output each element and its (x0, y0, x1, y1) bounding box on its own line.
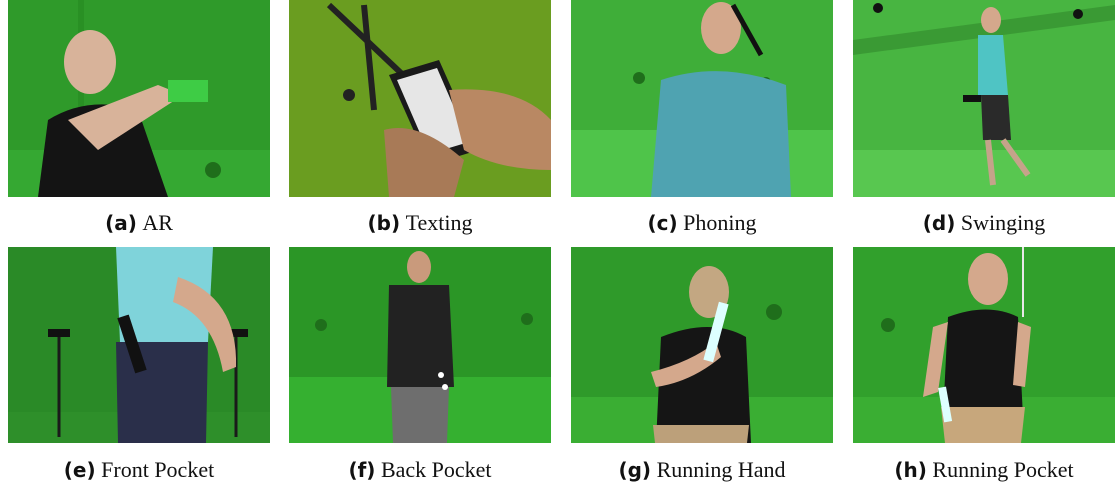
caption-tag: (h) (894, 458, 927, 482)
figure-g: (g) Running Hand (571, 247, 833, 493)
caption-title: Running Pocket (932, 457, 1074, 482)
caption-c: (c) Phoning (571, 210, 833, 236)
figure-b: (b) Texting (289, 0, 551, 242)
caption-d: (d) Swinging (853, 210, 1115, 236)
caption-tag: (a) (105, 211, 137, 235)
caption-tag: (f) (348, 458, 376, 482)
caption-e: (e) Front Pocket (8, 457, 270, 483)
caption-a: (a) AR (8, 210, 270, 236)
caption-title: Phoning (683, 210, 757, 235)
figure-e: (e) Front Pocket (8, 247, 270, 493)
figure-a: (a) AR (8, 0, 270, 242)
figure-f: (f) Back Pocket (289, 247, 551, 493)
photo-swinging (853, 0, 1115, 197)
caption-f: (f) Back Pocket (289, 457, 551, 483)
caption-title: Swinging (960, 210, 1046, 235)
photo-texting (289, 0, 551, 197)
caption-tag: (g) (618, 458, 652, 482)
caption-title: Front Pocket (101, 457, 215, 482)
caption-tag: (c) (647, 211, 678, 235)
photo-ar (8, 0, 270, 197)
caption-title: Running Hand (656, 457, 786, 482)
photo-phoning (571, 0, 833, 197)
caption-title: AR (142, 210, 173, 235)
figure-c: (c) Phoning (571, 0, 833, 242)
photo-front-pocket (8, 247, 270, 443)
figure-d: (d) Swinging (853, 0, 1115, 242)
caption-tag: (b) (367, 211, 401, 235)
caption-h: (h) Running Pocket (853, 457, 1115, 483)
caption-title: Texting (405, 210, 473, 235)
photo-running-hand (571, 247, 833, 443)
caption-tag: (e) (63, 458, 96, 482)
caption-title: Back Pocket (380, 457, 492, 482)
caption-b: (b) Texting (289, 210, 551, 236)
caption-tag: (d) (922, 211, 956, 235)
photo-running-pocket (853, 247, 1115, 443)
caption-g: (g) Running Hand (571, 457, 833, 483)
photo-back-pocket (289, 247, 551, 443)
figure-h: (h) Running Pocket (853, 247, 1115, 493)
